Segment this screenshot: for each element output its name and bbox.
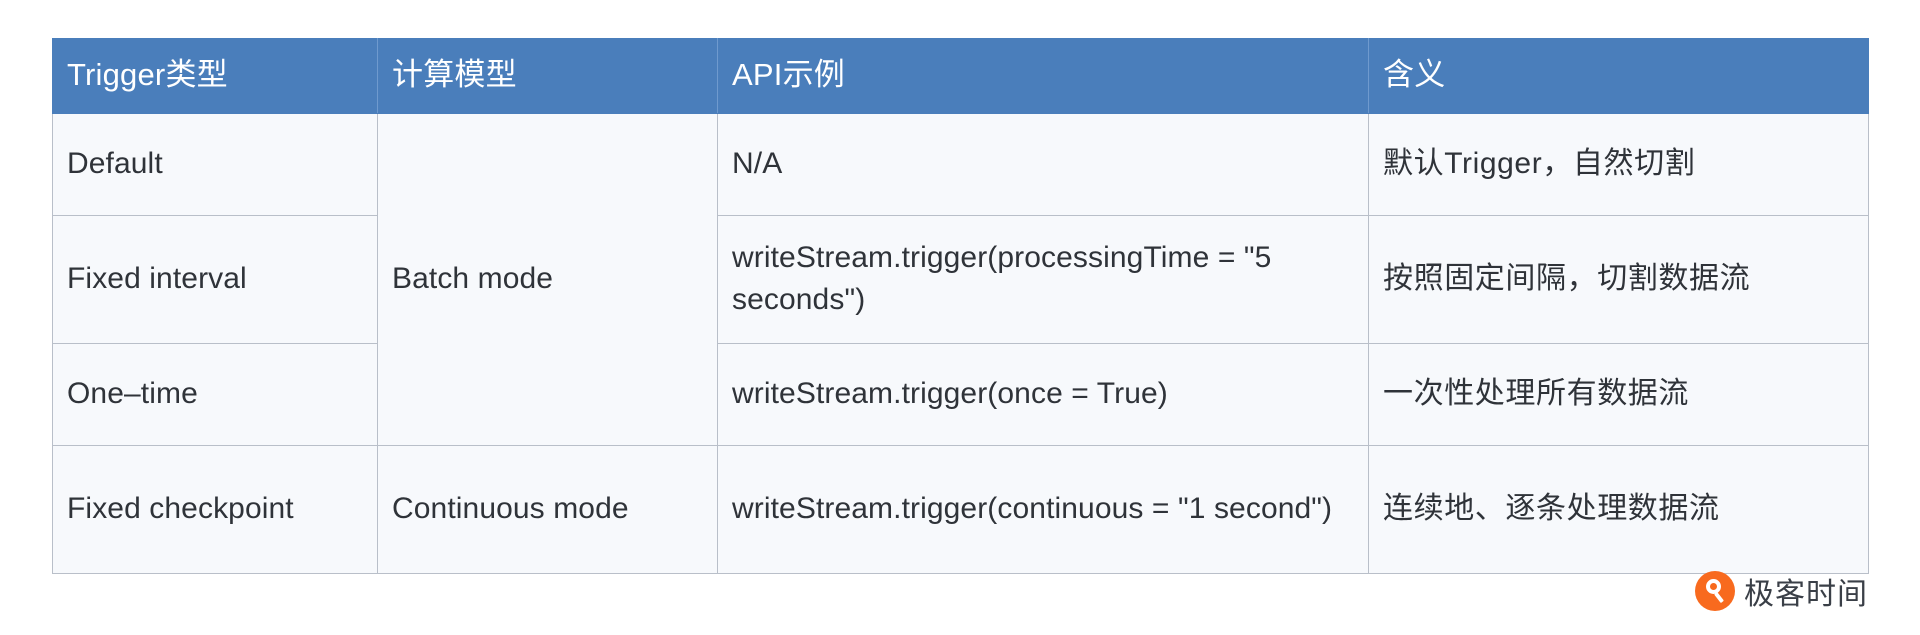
table-body: Default Batch mode N/A 默认Trigger，自然切割 Fi… bbox=[52, 112, 1869, 574]
column-header-api-example: API示例 bbox=[717, 38, 1369, 114]
cell-trigger-type: Fixed interval bbox=[52, 214, 378, 344]
column-header-compute-model: 计算模型 bbox=[377, 38, 718, 114]
cell-api-example: writeStream.trigger(once = True) bbox=[717, 342, 1369, 446]
table-row: One–time writeStream.trigger(once = True… bbox=[52, 342, 1869, 446]
cell-trigger-type: One–time bbox=[52, 342, 378, 446]
cell-compute-model-continuous: Continuous mode bbox=[377, 444, 718, 574]
header-row: Trigger类型 计算模型 API示例 含义 bbox=[52, 38, 1869, 114]
table-header: Trigger类型 计算模型 API示例 含义 bbox=[52, 38, 1869, 114]
watermark-label: 极客时间 bbox=[1744, 578, 1868, 611]
watermark: 极客时间 bbox=[1695, 569, 1868, 613]
table-row: Default Batch mode N/A 默认Trigger，自然切割 bbox=[52, 112, 1869, 446]
cell-trigger-type: Fixed checkpoint bbox=[52, 444, 378, 574]
table-row: Fixed interval writeStream.trigger(proce… bbox=[52, 214, 1869, 344]
column-header-trigger-type: Trigger类型 bbox=[52, 38, 378, 114]
cell-meaning: 一次性处理所有数据流 bbox=[1368, 342, 1869, 446]
geek-time-logo-icon bbox=[1695, 571, 1735, 611]
cell-api-example: N/A bbox=[717, 112, 1369, 216]
cell-api-example: writeStream.trigger(processingTime = "5 … bbox=[717, 214, 1369, 344]
cell-compute-model-batch: Batch mode bbox=[377, 112, 718, 446]
column-header-meaning: 含义 bbox=[1368, 38, 1869, 114]
cell-meaning: 连续地、逐条处理数据流 bbox=[1368, 444, 1869, 574]
cell-api-example: writeStream.trigger(continuous = "1 seco… bbox=[717, 444, 1369, 574]
cell-meaning: 默认Trigger，自然切割 bbox=[1368, 112, 1869, 216]
trigger-types-table: Trigger类型 计算模型 API示例 含义 Default Batch mo… bbox=[52, 38, 1869, 574]
cell-trigger-type: Default bbox=[52, 112, 378, 216]
table-row: Fixed checkpoint Continuous mode writeSt… bbox=[52, 444, 1869, 574]
cell-meaning: 按照固定间隔，切割数据流 bbox=[1368, 214, 1869, 344]
